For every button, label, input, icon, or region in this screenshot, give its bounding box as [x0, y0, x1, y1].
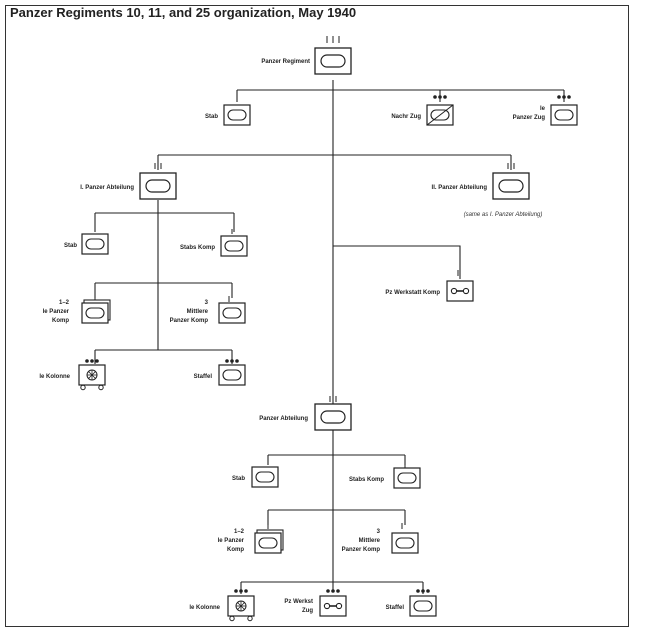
unit-pz-werkstatt-zug: Pz Werkst Zug: [284, 589, 347, 617]
supply-wheel-icon: [227, 595, 255, 622]
diagram-frame: [5, 5, 629, 627]
armor-symbol-icon: [391, 532, 419, 554]
svg-text:I. Panzer Abteilung: I. Panzer Abteilung: [80, 185, 134, 191]
svg-text:Staffel: Staffel: [194, 374, 213, 380]
svg-text:1–2: 1–2: [59, 300, 70, 306]
unit-panzer-regiment: Panzer Regiment: [261, 36, 352, 75]
armor-symbol-icon: [81, 233, 109, 255]
svg-text:1–2: 1–2: [234, 529, 245, 535]
label-panzer-regiment: Panzer Regiment: [261, 59, 310, 65]
unit-abt1-staffel: Staffel: [194, 359, 246, 386]
svg-text:Stab: Stab: [232, 476, 245, 482]
armor-symbol-icon: [218, 302, 246, 324]
unit-pz-stab: Stab: [232, 466, 279, 488]
svg-text:(same as I. Panzer Abteilung): (same as I. Panzer Abteilung): [464, 212, 543, 218]
armor-symbol-icon: [492, 172, 530, 200]
svg-text:Komp: Komp: [52, 318, 69, 324]
platoon-dots-icon: [326, 589, 340, 593]
unit-nachr-zug: Nachr Zug: [391, 95, 454, 126]
unit-pz-staffel: Staffel: [386, 589, 437, 617]
unit-i-panzer-abteilung: I. Panzer Abteilung: [80, 163, 177, 200]
svg-text:le Panzer: le Panzer: [43, 309, 70, 315]
svg-text:3: 3: [377, 529, 381, 535]
svg-text:Staffel: Staffel: [386, 605, 405, 611]
armor-symbol-icon: [251, 466, 279, 488]
svg-text:le: le: [540, 106, 546, 112]
svg-text:Pz Werkstatt Komp: Pz Werkstatt Komp: [385, 290, 440, 296]
unit-reg-stab: Stab: [205, 104, 251, 126]
armor-symbol-icon: [223, 104, 251, 126]
wrench-icon: [446, 280, 474, 302]
svg-text:Panzer Zug: Panzer Zug: [513, 115, 546, 121]
connector-lines: [94, 80, 565, 594]
platoon-dots-icon: [85, 359, 99, 363]
armor-symbol-icon: [218, 364, 246, 386]
svg-text:Panzer Komp: Panzer Komp: [170, 318, 209, 324]
svg-text:Mittlere: Mittlere: [187, 309, 209, 315]
unit-pz-le-panzer-komp: 1–2 le Panzer Komp: [218, 523, 284, 554]
unit-abt1-mittlere-komp: 3 Mittlere Panzer Komp: [170, 296, 246, 324]
armor-symbol-stack-icon: [254, 529, 284, 554]
supply-wheel-icon: [78, 364, 106, 391]
svg-text:Mittlere: Mittlere: [359, 538, 381, 544]
svg-text:Stab: Stab: [64, 243, 77, 249]
armor-symbol-stack-icon: [81, 299, 111, 324]
armor-symbol-icon: [139, 172, 177, 200]
armor-symbol-icon: [393, 467, 421, 489]
unit-abt1-le-panzer-komp: 1–2 le Panzer Komp: [43, 296, 111, 324]
unit-pz-stabs-komp: Stabs Komp: [349, 463, 421, 489]
svg-text:Komp: Komp: [227, 547, 244, 553]
armor-symbol-icon: [314, 403, 352, 431]
svg-text:le Kolonne: le Kolonne: [189, 605, 220, 611]
svg-text:Panzer Komp: Panzer Komp: [342, 547, 381, 553]
armor-symbol-icon: [314, 47, 352, 75]
svg-text:le Kolonne: le Kolonne: [39, 374, 70, 380]
platoon-dots-icon: [557, 95, 571, 99]
unit-ii-panzer-abteilung: II. Panzer Abteilung (same as I. Panzer …: [432, 163, 543, 218]
svg-text:Pz Werkst: Pz Werkst: [284, 599, 313, 605]
battalion-size-marker: [507, 163, 515, 169]
armor-symbol-icon: [409, 595, 437, 617]
diagram-title: Panzer Regiments 10, 11, and 25 organiza…: [10, 5, 357, 20]
battalion-size-marker: [329, 396, 337, 402]
unit-panzer-abteilung: Panzer Abteilung: [259, 396, 352, 431]
platoon-dots-icon: [433, 95, 447, 99]
unit-le-panzer-zug: le Panzer Zug: [513, 95, 578, 126]
unit-abt1-stab: Stab: [64, 233, 109, 255]
unit-abt1-le-kolonne: le Kolonne: [39, 359, 106, 391]
signals-slash-icon: [426, 104, 454, 126]
armor-symbol-icon: [550, 104, 578, 126]
svg-text:3: 3: [205, 300, 209, 306]
unit-pz-mittlere-komp: 3 Mittlere Panzer Komp: [342, 523, 419, 554]
svg-text:Nachr Zug: Nachr Zug: [391, 114, 421, 120]
svg-text:Panzer Abteilung: Panzer Abteilung: [259, 416, 308, 422]
svg-text:Zug: Zug: [302, 608, 313, 614]
armor-symbol-icon: [220, 235, 248, 257]
unit-werkstatt-komp: Pz Werkstatt Komp: [385, 270, 474, 302]
svg-text:II. Panzer Abteilung: II. Panzer Abteilung: [432, 185, 488, 191]
unit-abt1-stabs-komp: Stabs Komp: [180, 229, 248, 257]
platoon-dots-icon: [225, 359, 239, 363]
svg-text:Stabs Komp: Stabs Komp: [349, 477, 384, 483]
wrench-icon: [319, 595, 347, 617]
svg-text:Stab: Stab: [205, 114, 218, 120]
battalion-size-marker: [154, 163, 162, 169]
regiment-size-marker: [326, 36, 340, 43]
svg-text:le Panzer: le Panzer: [218, 538, 245, 544]
platoon-dots-icon: [234, 589, 248, 593]
unit-pz-le-kolonne: le Kolonne: [189, 589, 255, 622]
platoon-dots-icon: [416, 589, 430, 593]
svg-text:Stabs Komp: Stabs Komp: [180, 245, 215, 251]
